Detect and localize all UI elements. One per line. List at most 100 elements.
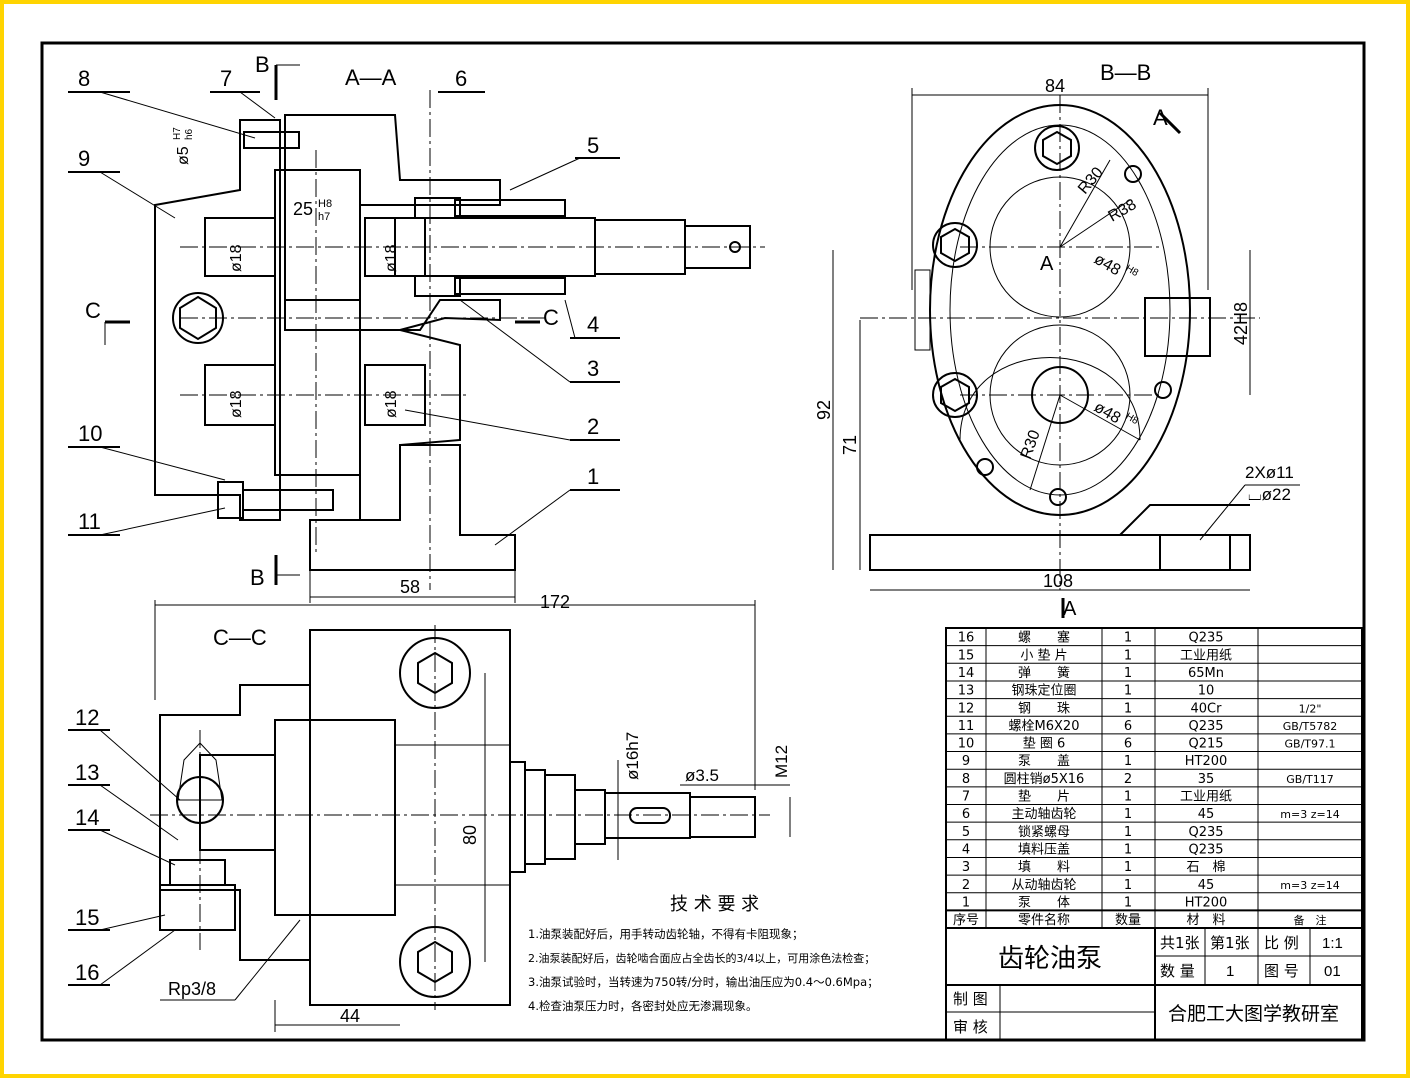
sheet-number: 第1张 [1210,934,1250,952]
pin [243,131,300,149]
bom-cell: Q235 [1188,842,1223,857]
tech-req-title: 技 术 要 求 [670,894,759,915]
bom-cell: 15 [958,648,975,663]
bom-cell: 2 [1124,772,1132,787]
part-number-6: 6 [455,66,467,91]
bom-cell: 圆柱销ø5X16 [1004,772,1085,787]
bom-header-cell: 材 料 [1186,913,1225,928]
bom-cell: 1 [1124,648,1132,663]
bom-cell: 1 [1124,842,1132,857]
part-number-9: 9 [78,146,90,171]
dim-r38: R38 [1106,196,1140,225]
dim-top: 84 [1045,76,1065,96]
bom-cell: m=3 z=14 [1280,808,1339,821]
section-mark-b-top: B [255,52,270,77]
part-number-16: 16 [75,960,99,985]
dim-71: 71 [840,435,860,455]
bom-cell: 11 [958,719,975,734]
view-aa [68,64,765,603]
bom-cell: 垫 片 [1018,789,1070,805]
dim-d48-bottom: ø48 [1091,399,1123,428]
bom-cell: 1 [1124,878,1132,893]
bom-cell: 填料压盖 [1018,842,1070,857]
bom-cell: 65Mn [1188,666,1224,681]
dim-42h8: 42H8 [1231,302,1251,345]
qty-label: 数 量 [1160,962,1195,980]
gland [454,199,566,217]
bom-cell: 10 [1198,684,1215,699]
bom-cell: 小 垫 片 [1020,647,1067,663]
view-aa-title: A—A [345,65,397,90]
dim-80: 80 [460,825,480,845]
pump-body-lower [284,299,516,571]
bom-cell: 2 [962,878,970,893]
bom-cell: 螺 塞 [1018,630,1070,646]
bom-cell: 垫 圈 6 [1023,736,1066,752]
dim-holes: 2Xø11 [1245,463,1294,482]
part-number-1: 1 [587,464,599,489]
part-number-15: 15 [75,905,99,930]
svg-text:h7: h7 [318,211,330,223]
dim-thread: M12 [772,745,791,778]
dim-bore: ø18 [228,244,245,272]
bom-cell: 1 [1124,807,1132,822]
part-number-7: 7 [220,66,232,91]
dim-counterbore: ⌴ø22 [1248,485,1291,504]
svg-text:H7: H7 [172,127,183,140]
dim-108: 108 [1043,571,1073,591]
bom-cell: HT200 [1185,895,1228,910]
bom-cell: 1 [1124,666,1132,681]
tech-req-item-1: 1.油泵装配好后，用手转动齿轮轴，不得有卡阻现象； [528,927,803,941]
bom-cell: 1 [1124,701,1132,716]
bom-cell: 1 [1124,754,1132,769]
body-outline-cc [309,629,511,1006]
gear-cavity [274,169,361,476]
pump-body-upper [284,114,501,521]
bom-cell: 6 [1124,737,1132,752]
bom-cell: 7 [962,790,970,805]
organization: 合肥工大图学教研室 [1168,1003,1339,1025]
section-mark-a-bottom: A [1063,598,1077,620]
svg-text:ø18: ø18 [228,390,245,418]
dim-shaft: ø16h7 [623,732,642,780]
bom-header-cell: 零件名称 [1018,912,1070,928]
outlet-port [1144,297,1211,357]
bom-cell: 钢 珠 [1018,701,1070,716]
checked-label: 审 核 [953,1018,988,1036]
bom-cell: 4 [962,842,970,857]
bom-cell: 6 [962,807,970,822]
section-mark-b-bottom: B [250,565,265,590]
part-number-10: 10 [78,421,102,446]
part-number-4: 4 [587,312,599,337]
bom-cell: 从动轴齿轮 [1011,878,1076,893]
bom-cell: 3 [962,860,970,875]
tech-req-item-4: 4.检查油泵压力时，各密封处应无渗漏现象。 [528,999,757,1013]
bom-cell: GB/T97.1 [1285,738,1336,751]
dim-hole: ø3.5 [685,766,719,785]
bom-cell: 45 [1198,878,1215,893]
svg-text:H8: H8 [318,198,332,210]
bom-cell: 1 [1124,790,1132,805]
dim-pipe: Rp3/8 [168,979,216,999]
part-number-14: 14 [75,805,99,830]
bom-cell: 45 [1198,807,1215,822]
svg-text:ø18: ø18 [383,390,400,418]
bolt [242,489,334,511]
dim-172: 172 [540,592,570,612]
bom-cell: 8 [962,772,970,787]
section-mark-c-left: C [85,298,101,323]
section-mark-c-right: C [543,305,559,330]
bom-cell: Q215 [1188,737,1223,752]
bom-cell: 弹 簧 [1018,665,1070,681]
bom-cell: 1 [1124,860,1132,875]
bom-cell: 1 [1124,895,1132,910]
pump-cover [154,119,281,521]
tech-req-item-2: 2.油泵装配好后，齿轮啮合面应占全齿长的3/4以上，可用涂色法检查； [528,951,875,965]
view-cc [68,600,791,1032]
part-number-12: 12 [75,705,99,730]
bom-cell: 16 [958,631,975,646]
packing [414,197,461,219]
bom-cell: m=3 z=14 [1280,879,1339,892]
bom-cell: GB/T5782 [1283,720,1338,733]
